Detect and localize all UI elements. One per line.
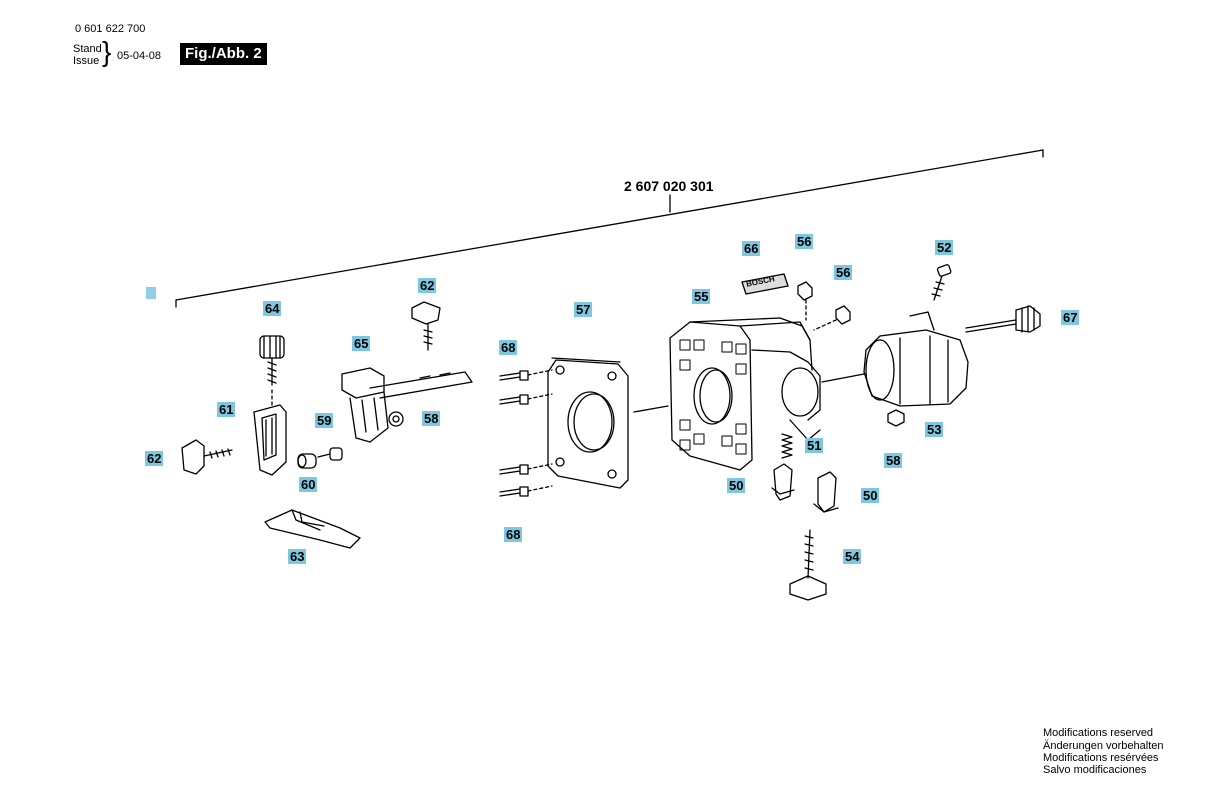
footer-line-4: Salvo modificaciones	[1043, 764, 1147, 776]
issue-label: Issue	[73, 55, 100, 67]
label-61[interactable]: 61	[217, 402, 236, 417]
kit-number: 2 607 020 301	[624, 178, 714, 194]
part-52-screw	[931, 264, 952, 301]
label-62-left[interactable]: 62	[145, 451, 164, 466]
part-59-screw	[317, 447, 343, 461]
label-50-left[interactable]: 50	[727, 478, 746, 493]
part-64-knob	[259, 335, 285, 406]
part-63-slide	[264, 509, 361, 549]
label-55[interactable]: 55	[692, 289, 711, 304]
marker-square	[146, 287, 156, 299]
part-65-guide	[341, 367, 473, 443]
footer-line-2: Änderungen vorbehalten	[1043, 740, 1164, 752]
label-56-right[interactable]: 56	[834, 265, 853, 280]
label-50-right[interactable]: 50	[861, 488, 880, 503]
stand-label: Stand	[73, 43, 102, 55]
axis-line	[633, 405, 669, 413]
part-62-wing-screw-left	[181, 439, 233, 475]
part-50-clips	[771, 463, 839, 513]
part-61-bracket	[253, 404, 287, 476]
label-66[interactable]: 66	[742, 241, 761, 256]
label-67[interactable]: 67	[1061, 310, 1080, 325]
figure-badge: Fig./Abb. 2	[180, 43, 267, 65]
part-62-wing-screw-top	[411, 301, 441, 351]
label-51[interactable]: 51	[805, 438, 824, 453]
label-59[interactable]: 59	[315, 413, 334, 428]
footer-line-1: Modifications reserved	[1043, 727, 1154, 739]
label-62-top[interactable]: 62	[418, 278, 437, 293]
label-60[interactable]: 60	[299, 477, 318, 492]
part-67-knob-screw	[965, 305, 1041, 333]
part-56-nuts	[797, 281, 851, 331]
brace-glyph: }	[102, 36, 112, 67]
kit-bracket	[175, 149, 1044, 308]
label-68-bottom[interactable]: 68	[504, 527, 523, 542]
issue-date: 05-04-08	[117, 50, 162, 62]
part-58-nut-left	[388, 411, 404, 427]
label-58-left[interactable]: 58	[422, 411, 441, 426]
label-54[interactable]: 54	[843, 549, 862, 564]
part-51-spring	[781, 433, 793, 459]
part-57-plate	[547, 357, 629, 489]
label-63[interactable]: 63	[288, 549, 307, 564]
part-number: 0 601 622 700	[75, 23, 146, 35]
label-64[interactable]: 64	[263, 301, 282, 316]
part-60-bushing	[297, 453, 317, 469]
part-66-logo-plate	[741, 273, 789, 295]
label-56-top[interactable]: 56	[795, 234, 814, 249]
part-55-frame	[669, 317, 821, 471]
label-58-right[interactable]: 58	[884, 453, 903, 468]
part-58-nut-right	[887, 409, 905, 427]
part-68-screws	[499, 369, 553, 497]
label-68-top[interactable]: 68	[499, 340, 518, 355]
label-65[interactable]: 65	[352, 336, 371, 351]
label-53[interactable]: 53	[925, 422, 944, 437]
part-54-wing-bolt	[789, 529, 827, 601]
footer-line-3: Modifications resérvées	[1043, 752, 1159, 764]
label-57[interactable]: 57	[574, 302, 593, 317]
part-53-housing	[821, 311, 969, 407]
label-52[interactable]: 52	[935, 240, 954, 255]
